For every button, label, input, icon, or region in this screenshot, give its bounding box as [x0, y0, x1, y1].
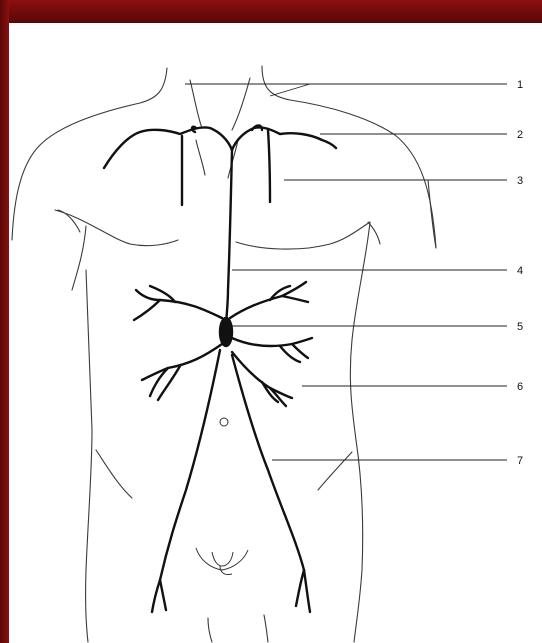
callout-lines [185, 84, 507, 460]
vessel-network [104, 126, 336, 613]
umbilicus [220, 418, 228, 426]
callout-label-6: 6 [517, 381, 523, 393]
callout-label-2: 2 [517, 129, 523, 141]
callout-label-3: 3 [517, 175, 523, 187]
genital-outline [196, 548, 248, 575]
callout-label-7: 7 [517, 455, 523, 467]
callout-label-4: 4 [517, 265, 523, 277]
callout-label-5: 5 [517, 321, 523, 333]
callout-labels: 1 2 3 4 5 6 7 [517, 79, 523, 467]
torso-outline [12, 66, 436, 642]
callout-label-1: 1 [517, 79, 523, 91]
